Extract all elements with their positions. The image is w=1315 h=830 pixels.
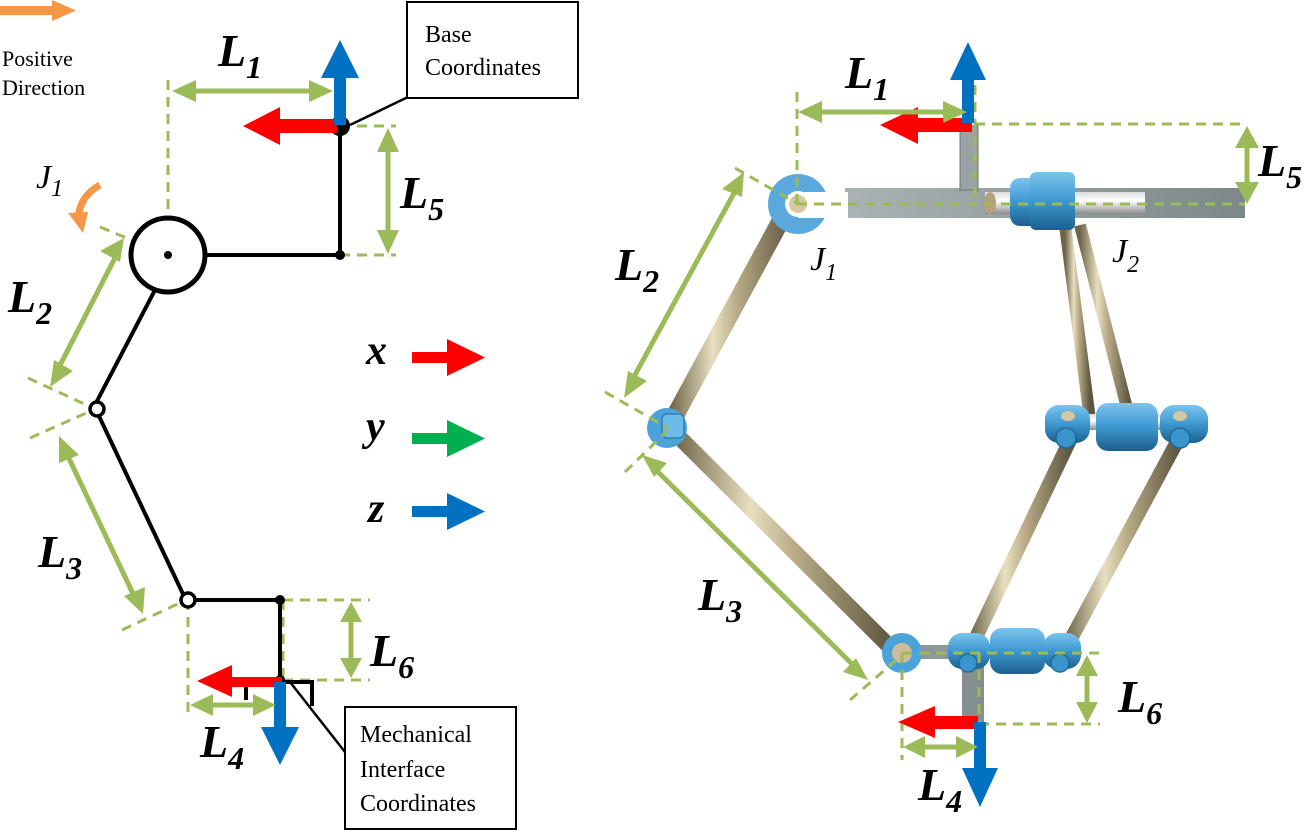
orange-arrow-icon <box>0 0 76 21</box>
render-mech-z-axis-arrow <box>974 722 986 772</box>
mech-box-line1: Mechanical <box>360 722 472 748</box>
render-mech-axes <box>898 706 998 807</box>
render-joint-middle <box>1045 403 1208 451</box>
mech-box-line2: Interface <box>360 757 445 783</box>
render-base-x-axis-arrow <box>915 118 972 132</box>
render-joint-bottom <box>882 628 1081 725</box>
render-L4-label: L4 <box>917 759 962 819</box>
render-mech-x-axis-arrow <box>928 716 978 729</box>
mech-x-axis-arrowhead <box>197 665 232 697</box>
joint-point <box>275 595 285 605</box>
render-dim-L5 <box>1235 126 1259 204</box>
red-arrow-icon <box>412 339 485 376</box>
render-base-axes <box>880 42 986 144</box>
schematic-j1-label: J1 <box>36 159 63 202</box>
schematic-dim-L5 <box>377 128 399 254</box>
render-dim-L2 <box>624 172 744 398</box>
rod-lower-b <box>1058 436 1185 654</box>
robot-render: L1 L2 L3 L4 L5 L6 J1 J2 <box>604 42 1302 819</box>
schematic-L4-label: L4 <box>199 716 244 776</box>
positive-direction-line1: Positive <box>2 46 73 71</box>
base-coordinate-axes <box>243 40 359 145</box>
green-arrow-icon <box>412 420 485 457</box>
blue-arrow-icon <box>412 493 485 530</box>
base-coordinates-callout: Base Coordinates <box>349 1 579 127</box>
mech-z-axis-arrow <box>274 682 286 730</box>
render-L6-label: L6 <box>1117 671 1162 731</box>
joint-elbow-symbol <box>88 400 106 418</box>
render-L3-label: L3 <box>697 569 742 629</box>
schematic-dim-L2 <box>50 238 124 387</box>
render-dim-L6 <box>1076 655 1098 723</box>
mech-box-line3: Coordinates <box>360 791 476 817</box>
render-L1-label: L1 <box>844 47 889 107</box>
mech-x-axis-arrow <box>225 677 282 687</box>
render-dim-L4 <box>903 736 978 758</box>
render-L2-label: L2 <box>614 239 659 299</box>
mech-coordinate-axes <box>197 665 299 765</box>
render-J2-label: J2 <box>1112 233 1139 278</box>
base-box-line2: Coordinates <box>425 55 541 81</box>
axis-legend: x y z <box>361 328 485 532</box>
joint-point <box>335 250 345 260</box>
rod-L3 <box>666 424 901 658</box>
base-box-line1: Base <box>425 22 472 48</box>
render-joint-j2 <box>984 172 1145 230</box>
base-x-axis-arrowhead <box>243 107 280 145</box>
joint-wrist-symbol <box>179 591 197 609</box>
mech-interface-callout: Mechanical Interface Coordinates <box>289 681 517 830</box>
schematic-L3-label: L3 <box>37 526 82 586</box>
schematic-dim-L3 <box>59 436 145 614</box>
axis-legend-y: y <box>361 404 485 457</box>
rods <box>661 191 1185 658</box>
positive-direction-legend: Positive Direction <box>0 0 85 100</box>
rod-upper-b <box>1074 223 1136 422</box>
rod-upper-a <box>1059 224 1096 421</box>
j1-rotation-arrow-icon <box>68 181 102 233</box>
axis-label-z: z <box>366 486 385 532</box>
render-base-z-axis-arrow <box>962 78 974 123</box>
render-J1-label: J1 <box>810 241 837 286</box>
schematic-L1-label: L1 <box>217 25 262 85</box>
render-dim-L1 <box>798 101 967 123</box>
base-z-axis-arrow <box>334 75 346 125</box>
axis-legend-z: z <box>366 486 485 532</box>
base-z-axis-arrowhead <box>321 40 359 78</box>
schematic-diagram: J1 L1 L2 L3 L4 L5 L6 Base Coordinates Me… <box>7 1 579 830</box>
schematic-dim-L6 <box>340 602 362 678</box>
schematic-dim-L4 <box>190 694 276 716</box>
rod-lower-a <box>963 436 1077 654</box>
schematic-links <box>94 126 342 706</box>
schematic-L2-label: L2 <box>7 271 52 331</box>
rod-L2 <box>661 191 801 434</box>
base-x-axis-arrow <box>275 119 337 133</box>
positive-direction-line2: Direction <box>2 75 85 100</box>
axis-legend-x: x <box>365 328 485 376</box>
schematic-L6-label: L6 <box>369 625 414 685</box>
schematic-dim-L1 <box>172 80 333 102</box>
mech-z-axis-arrowhead <box>261 727 299 765</box>
joint-j1-symbol <box>128 215 208 295</box>
axis-label-x: x <box>365 328 387 374</box>
render-L5-label: L5 <box>1257 135 1302 195</box>
render-dim-L3 <box>642 455 868 680</box>
axis-label-y: y <box>361 404 385 450</box>
schematic-L5-label: L5 <box>399 167 444 227</box>
